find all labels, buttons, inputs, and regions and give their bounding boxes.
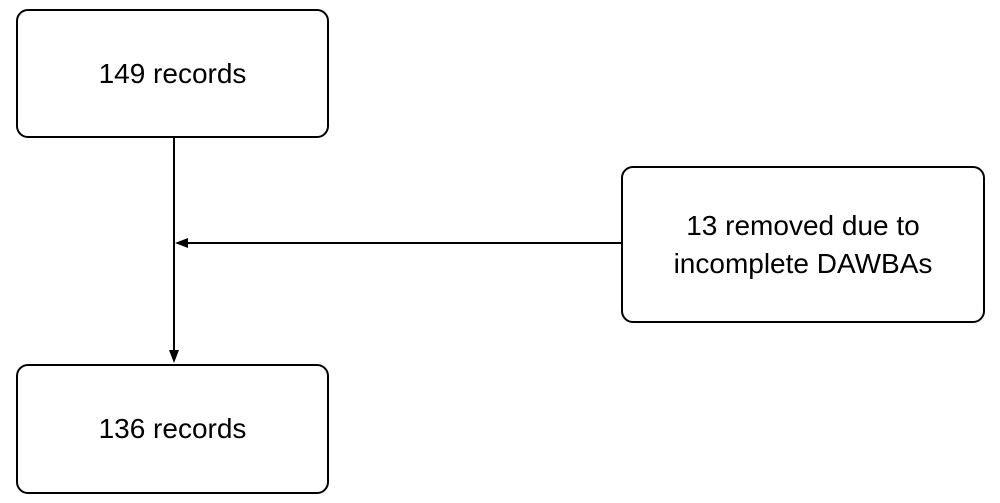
down-arrowhead bbox=[169, 350, 179, 363]
records-start-box: 149 records bbox=[16, 9, 329, 138]
exclusion-box: 13 removed due to incomplete DAWBAs bbox=[621, 166, 985, 323]
exclusion-label: 13 removed due to incomplete DAWBAs bbox=[673, 209, 933, 279]
records-final-label: 136 records bbox=[98, 413, 247, 444]
records-start-label: 149 records bbox=[98, 57, 247, 89]
records-final-box: 136 records bbox=[16, 364, 329, 494]
left-arrowhead bbox=[175, 238, 188, 248]
